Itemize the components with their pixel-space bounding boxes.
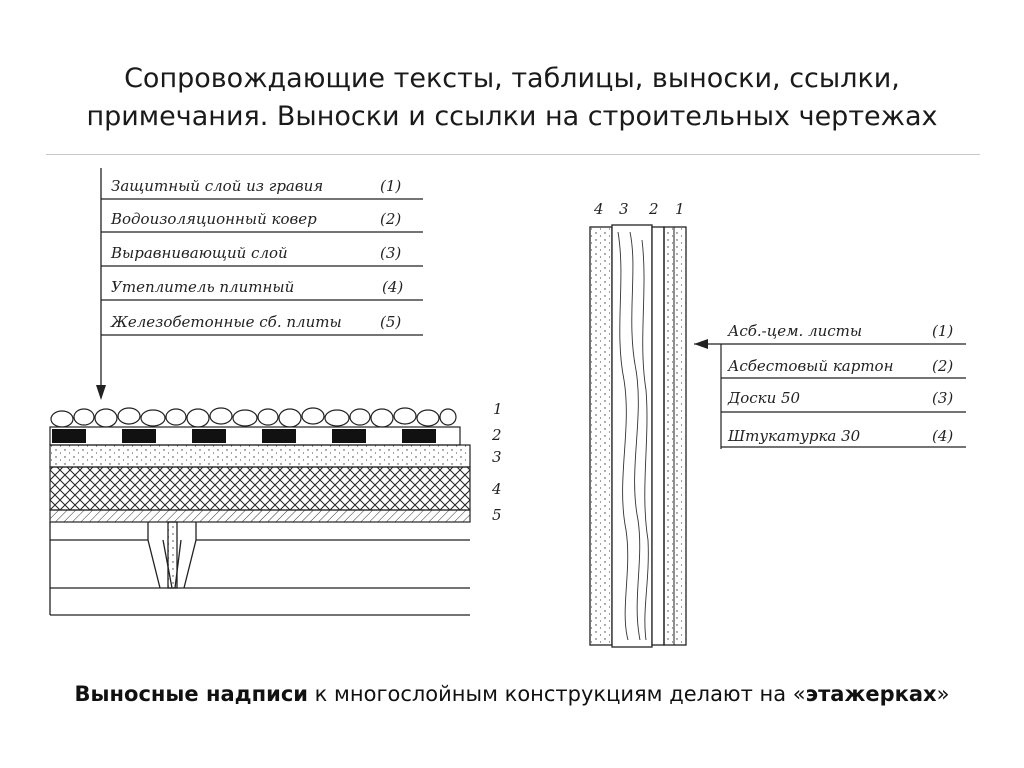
caption: Выносные надписи к многослойным конструк…: [0, 682, 1024, 706]
precast-slabs: [49, 521, 470, 616]
caption-bold-1: Выносные надписи: [74, 682, 308, 706]
title-line-1: Сопровождающие тексты, таблицы, выноски,…: [124, 63, 900, 94]
plaster-layer: [589, 226, 613, 646]
asbestos-cardboard-layer: [651, 226, 665, 646]
wall-callout-text-1: Асб.-цем. листы: [727, 322, 862, 340]
roof-callout-text-3: Выравнивающий слой: [110, 244, 288, 262]
roof-callout-num-3: (3): [380, 244, 401, 262]
wall-callout-text-4: Штукатурка 30: [727, 427, 861, 445]
roof-callout-text-5: Железобетонные сб. плиты: [110, 313, 342, 331]
page-title: Сопровождающие тексты, таблицы, выноски,…: [0, 60, 1024, 136]
wall-layer-number-2: 2: [648, 200, 659, 218]
roof-callout-shelf: Защитный слой из гравия (1) Водоизоляцио…: [96, 168, 423, 400]
roof-layer-number-4: 4: [491, 480, 502, 498]
roof-callout-text-2: Водоизоляционный ковер: [110, 210, 317, 228]
waterproofing-layer: [49, 426, 461, 446]
wall-callout-num-1: (1): [932, 322, 953, 340]
roof-callout-num-2: (2): [380, 210, 401, 228]
roof-callout-num-5: (5): [380, 313, 401, 331]
wall-callout-shelf: Асб.-цем. листы (1) Асбестовый картон (2…: [694, 322, 966, 449]
gravel-layer: [50, 407, 457, 428]
roof-layer-numbers: 1 2 3 4 5: [491, 400, 503, 524]
boards-layer: [611, 224, 653, 648]
caption-end: »: [936, 682, 950, 706]
roof-layer-number-3: 3: [492, 448, 502, 466]
wall-layer-number-1: 1: [675, 200, 685, 218]
roof-layer-number-2: 2: [491, 426, 502, 444]
wood-grain: [617, 231, 649, 641]
wall-callout-num-2: (2): [932, 357, 953, 375]
wall-diagram: 4 3 2 1 Асб.-цем. листы (1) Асбестовый к…: [589, 200, 966, 648]
wall-callout-num-4: (4): [932, 427, 953, 445]
roof-callout-num-1: (1): [380, 177, 401, 195]
asbestos-cement-layer: [663, 226, 687, 646]
wall-callout-text-3: Доски 50: [727, 389, 801, 407]
wall-leader-arrow: [694, 339, 708, 349]
slab-top-layer: [49, 509, 471, 523]
title-line-2: примечания. Выноски и ссылки на строител…: [86, 101, 938, 132]
roof-callout-text-1: Защитный слой из гравия: [111, 177, 323, 195]
title-divider: [46, 154, 980, 155]
caption-middle: к многослойным конструкциям делают на «: [308, 682, 806, 706]
roof-layer-number-1: 1: [493, 400, 503, 418]
roof-callout-text-4: Утеплитель плитный: [111, 278, 294, 296]
roof-layer-number-5: 5: [492, 506, 502, 524]
caption-bold-2: этажерках: [805, 682, 937, 706]
wall-callout-text-2: Асбестовый картон: [727, 357, 893, 375]
roof-diagram: Защитный слой из гравия (1) Водоизоляцио…: [49, 168, 503, 616]
wall-layer-number-3: 3: [619, 200, 629, 218]
leveling-layer: [49, 444, 471, 468]
roof-leader-arrow: [96, 385, 106, 400]
wall-layer-number-4: 4: [593, 200, 604, 218]
wall-callout-num-3: (3): [932, 389, 953, 407]
insulation-layer: [49, 466, 471, 511]
roof-callout-num-4: (4): [382, 278, 403, 296]
